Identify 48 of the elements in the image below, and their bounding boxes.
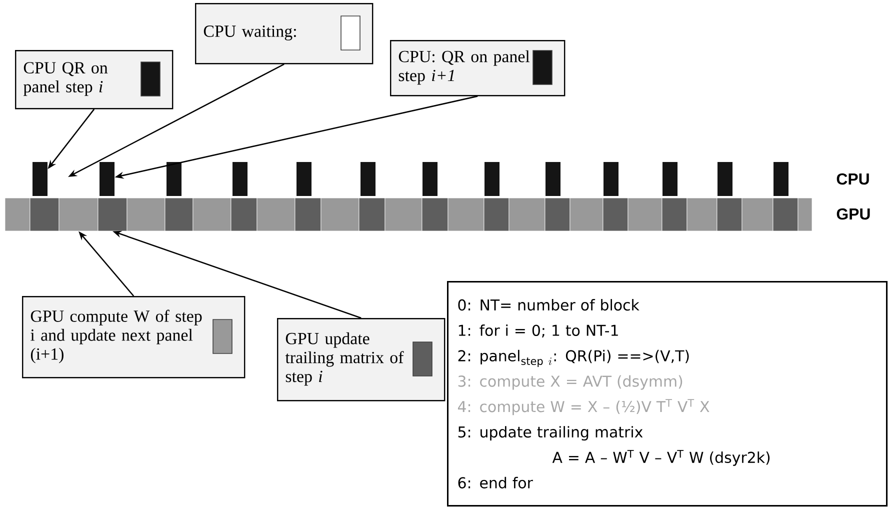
gpu-block: [230, 198, 258, 232]
gpu-block: [798, 198, 812, 232]
cpu-block: [32, 162, 48, 196]
gpu-block: [58, 198, 98, 232]
gpu-block: [98, 198, 128, 232]
gpu-block: [448, 198, 484, 232]
gpu-block: [484, 198, 510, 232]
gpu-block: [544, 198, 570, 232]
callout-box: GPU compute W of step i and update next panel (i+1): [22, 296, 246, 378]
cpu-block: [422, 162, 438, 196]
gpu-block: [716, 198, 742, 232]
cpu-block: [232, 162, 248, 196]
gpu-block: [384, 198, 422, 232]
gpu-block: [192, 198, 232, 232]
cpu-block: [484, 162, 500, 196]
cpu-block: [546, 162, 560, 196]
gpu-block: [256, 198, 296, 232]
cpu-block: [774, 162, 788, 196]
row-label: CPU: [836, 173, 869, 185]
gpu-block: [30, 198, 60, 232]
gpu-block: [164, 198, 194, 232]
gpu-block: [662, 198, 688, 232]
gpu-block: [422, 198, 448, 232]
pseudocode-box: 0: NT= number of block 1: for i = 0; 1 to NT-1 $\text{2: panel}_{\text{step }i}\text{: QR(Pi) ==>(V,T)}$ 3: compute X = AVT (dsymm) 4: compute W = X – (½)V T$^{T}$ V$^{T}$ X 5: update trailing matrix A = A – W$^{T}$ V – V$^{T}$ W (dsyr2k) 6: end for: [447, 281, 888, 506]
gpu-block: [4, 198, 30, 232]
row-label: GPU: [836, 208, 870, 220]
cpu-block: [296, 162, 312, 196]
gpu-block: [570, 198, 604, 232]
gpu-block: [126, 198, 166, 232]
cpu-block: [100, 162, 114, 196]
gpu-block: [772, 198, 798, 232]
gpu-block: [320, 198, 360, 232]
cpu-block: [718, 162, 732, 196]
callout-box: CPU waiting:: [195, 3, 374, 64]
gpu-block: [742, 198, 774, 232]
cpu-block: [604, 162, 618, 196]
callout-box: GPU update trailing matrix of step i: [277, 318, 446, 402]
callout-box: CPU QR on panel step i: [15, 50, 174, 110]
gpu-block: [628, 198, 662, 232]
gpu-block: [686, 198, 718, 232]
callout-box: CPU: QR on panel step i+1: [390, 40, 566, 96]
gpu-block: [294, 198, 322, 232]
gpu-block: [602, 198, 628, 232]
cpu-block: [662, 162, 678, 196]
gpu-block: [358, 198, 386, 232]
cpu-block: [360, 162, 376, 196]
cpu-block: [166, 162, 182, 196]
gpu-block: [508, 198, 546, 232]
